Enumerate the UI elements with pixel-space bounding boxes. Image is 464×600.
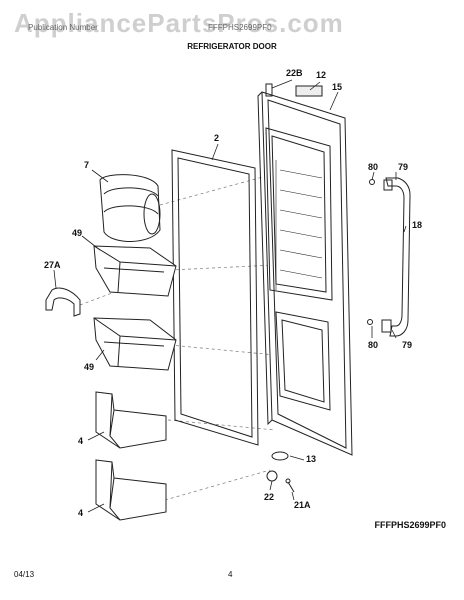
callout-27a: 27A [44,260,61,270]
callout-49-lower: 49 [84,362,95,372]
shelf-upper [95,391,167,449]
callout-4-lower: 4 [78,508,84,518]
callout-15: 15 [332,82,343,92]
door-handle [367,177,411,337]
callout-4-upper: 4 [78,436,84,446]
footer-date: 04/13 [14,570,35,579]
callout-80-top: 80 [368,162,379,172]
bin-bracket [45,287,81,317]
watermark: AppliancePartsPros.com [14,8,344,38]
bin-upper [93,245,177,297]
header-publication: Publication Number [28,23,98,32]
callout-18: 18 [412,220,423,230]
hinge-top [265,83,323,97]
dairy-cover [99,174,161,242]
callout-13: 13 [306,454,317,464]
footer-page: 4 [228,570,233,579]
callout-80-bottom: 80 [368,340,379,350]
page-title: REFRIGERATOR DOOR [187,42,277,51]
callout-12: 12 [316,70,327,80]
header-model: FFFPHS2699PF0 [208,23,272,32]
leader-lines [53,79,407,513]
shelf-lower [95,459,167,521]
callout-2: 2 [214,133,220,143]
callout-7: 7 [84,160,90,170]
door-ribs [275,160,323,290]
lower-hinge-parts [266,451,295,493]
callout-79-bottom: 79 [402,340,413,350]
callout-21a: 21A [294,500,311,510]
callout-49-upper: 49 [72,228,83,238]
door-gasket [171,149,259,446]
dispenser-panel [275,311,331,411]
callout-79-top: 79 [398,162,409,172]
model-code: FFFPHS2699PF0 [374,520,446,530]
callout-22b: 22B [286,68,303,78]
callout-22: 22 [264,492,275,502]
door-frame [257,91,353,456]
bin-lower [93,317,177,371]
